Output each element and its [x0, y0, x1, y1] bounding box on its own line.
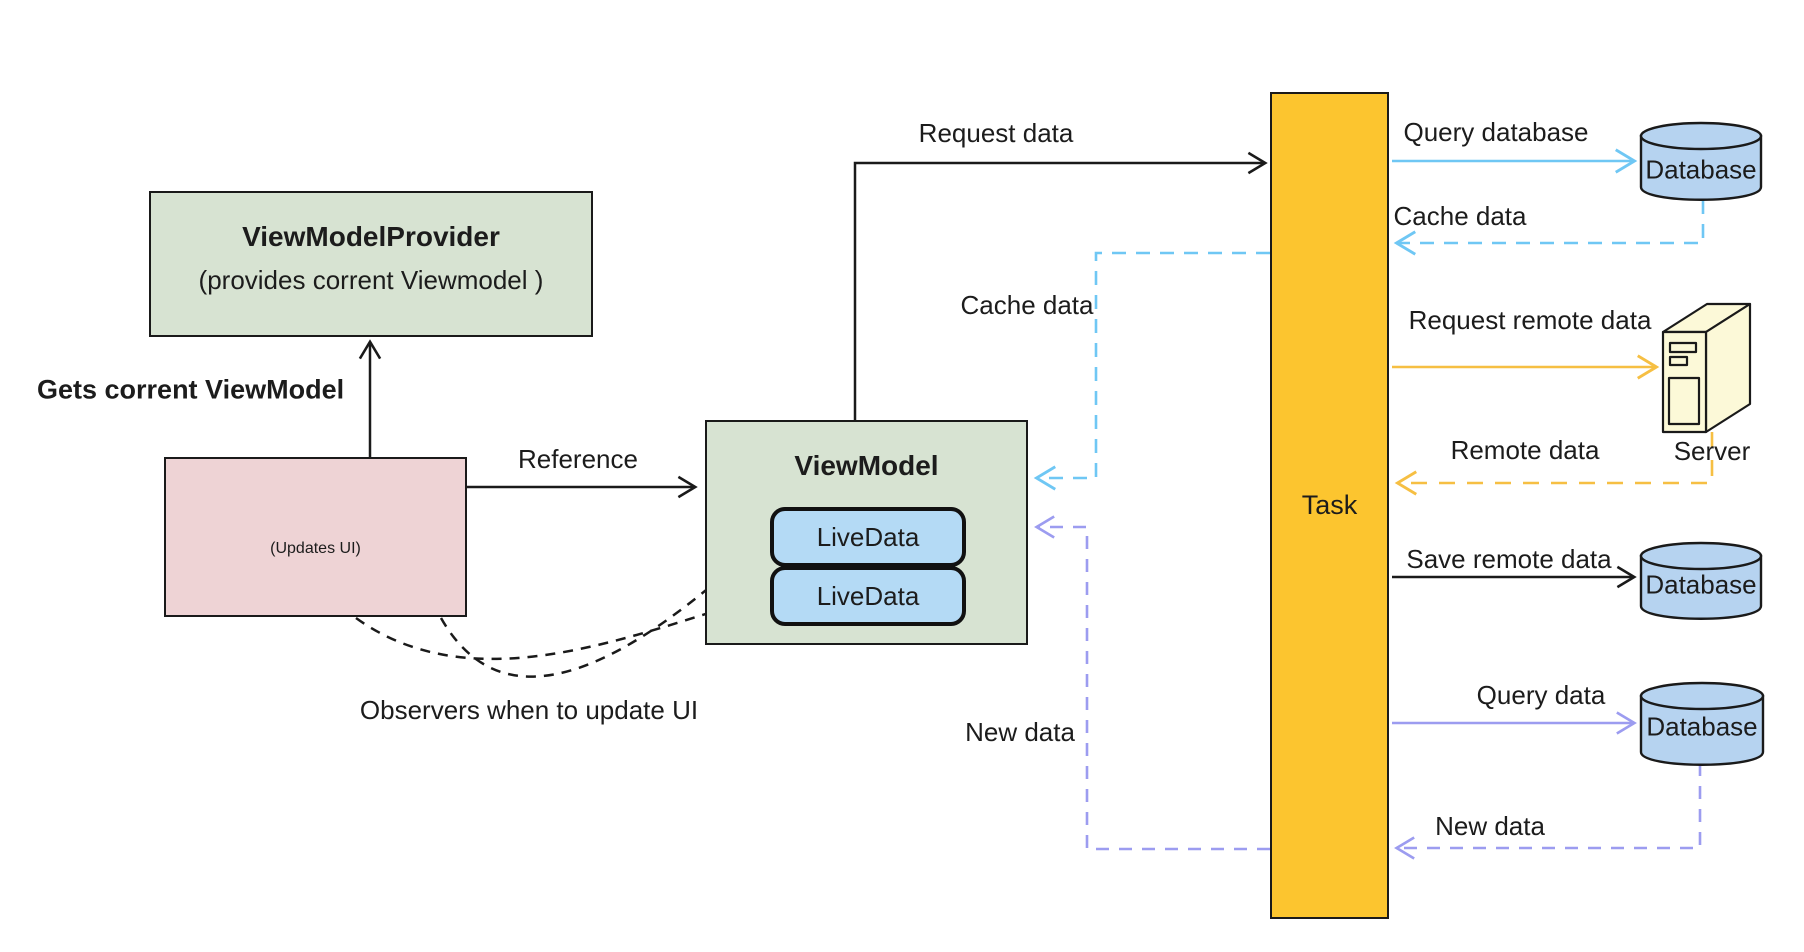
query-database-label: Query database: [1403, 117, 1589, 148]
cache-data-left-arrow: [1033, 251, 1270, 491]
livedata-2-node: LiveData: [770, 566, 966, 626]
viewmodelprovider-title: ViewModelProvider: [242, 221, 500, 252]
database-bottom-label: Database: [1646, 711, 1758, 742]
task-node: Task: [1270, 92, 1389, 919]
query-data-label: Query data: [1476, 680, 1606, 711]
observers-label: Observers when to update UI: [359, 695, 699, 726]
viewmodel-node: ViewModel LiveData LiveData: [705, 420, 1028, 645]
database-middle-shape: [1639, 541, 1763, 620]
gets-viewmodel-label: Gets corrent ViewModel: [37, 374, 345, 405]
livedata-1-node: LiveData: [770, 507, 966, 567]
new-data-left-arrow: [1034, 515, 1270, 851]
database-bottom-shape: [1639, 681, 1765, 766]
ui-node: (Updates UI): [164, 457, 467, 617]
viewmodel-title: ViewModel: [794, 450, 939, 481]
request-data-label: Request data: [918, 118, 1074, 149]
database-middle-label: Database: [1645, 569, 1757, 600]
request-remote-data-label: Request remote data: [1408, 305, 1652, 336]
cache-data-right-label: Cache data: [1393, 201, 1527, 232]
server-icon: [1661, 302, 1752, 434]
cache-data-left-label: Cache data: [960, 290, 1094, 321]
viewmodelprovider-node: ViewModelProvider (provides corrent View…: [149, 191, 593, 337]
task-label: Task: [1301, 490, 1358, 520]
reference-label: Reference: [518, 444, 638, 475]
cache-data-right-arrow: [1393, 200, 1705, 256]
ui-node-label: (Updates UI): [270, 540, 361, 557]
request-data-arrow: [853, 151, 1268, 420]
livedata-2-label: LiveData: [816, 580, 920, 611]
remote-data-label: Remote data: [1450, 435, 1600, 466]
observer-curve-to-livedata2: [355, 593, 755, 661]
remote-data-arrow: [1394, 432, 1714, 496]
server-label: Server: [1673, 436, 1751, 467]
save-remote-data-label: Save remote data: [1406, 544, 1612, 575]
new-data-right-arrow: [1394, 763, 1702, 860]
database-top-shape: [1639, 121, 1763, 201]
database-top-label: Database: [1645, 154, 1757, 185]
new-data-right-label: New data: [1435, 811, 1545, 842]
new-data-left-label: New data: [965, 717, 1075, 748]
observer-curve-to-livedata1: [439, 548, 754, 678]
livedata-1-label: LiveData: [816, 521, 920, 552]
viewmodelprovider-subtitle: (provides corrent Viewmodel ): [198, 265, 544, 295]
